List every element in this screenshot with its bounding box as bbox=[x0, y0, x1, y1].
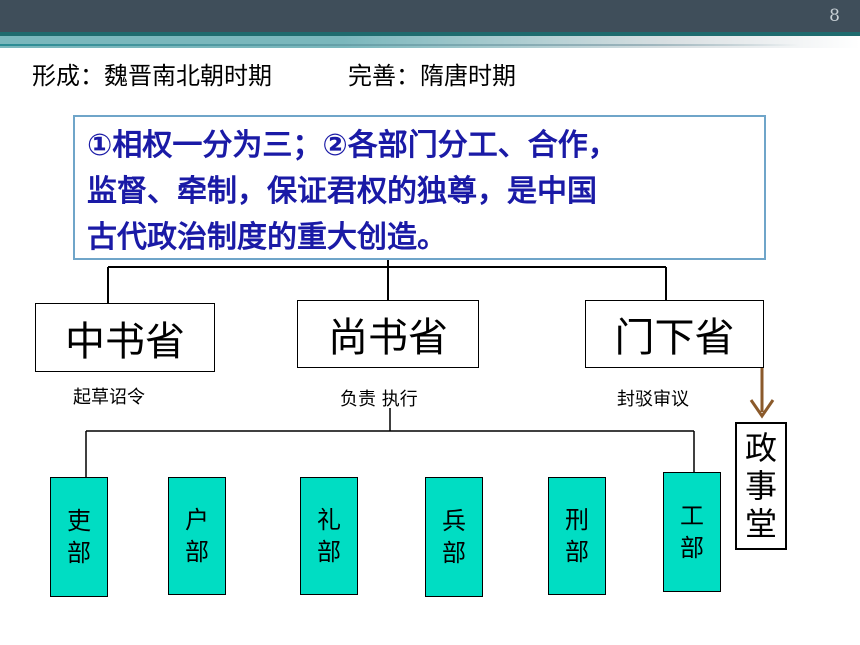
ministry-revenue: 户 部 bbox=[168, 477, 226, 595]
summary-box: ①相权一分为三；②各部门分工、合作， 监督、牵制，保证君权的独尊，是中国 古代政… bbox=[73, 115, 766, 260]
perfection-period: 完善：隋唐时期 bbox=[348, 62, 516, 90]
dept-zhongshu-name: 中书省 bbox=[65, 318, 185, 365]
ministry-war: 兵 部 bbox=[425, 477, 483, 597]
title-bar-accent bbox=[0, 32, 860, 36]
title-bar-rule bbox=[0, 44, 800, 46]
ministry-justice: 刑 部 bbox=[548, 477, 606, 595]
ministry-personnel-char1: 吏 bbox=[67, 507, 91, 535]
ministry-works-char2: 部 bbox=[680, 534, 704, 562]
zhengshitang-box: 政 事 堂 bbox=[735, 422, 787, 550]
summary-line-3: 古代政治制度的重大创造。 bbox=[87, 220, 447, 255]
summary-line-2: 监督、牵制，保证君权的独尊，是中国 bbox=[87, 174, 597, 209]
formation-period: 形成：魏晋南北朝时期 bbox=[32, 62, 272, 90]
ministry-rites-char2: 部 bbox=[317, 538, 341, 566]
dept-menxia-name: 门下省 bbox=[614, 315, 735, 361]
ministry-rites: 礼 部 bbox=[300, 477, 358, 595]
role-menxia: 封驳审议 bbox=[617, 389, 689, 410]
ministry-war-char1: 兵 bbox=[442, 507, 466, 535]
dept-zhongshu: 中书省 bbox=[35, 303, 215, 372]
zhengshitang-char3: 堂 bbox=[744, 505, 777, 543]
ministry-personnel: 吏 部 bbox=[50, 477, 108, 597]
role-shangshu: 负责 执行 bbox=[340, 385, 418, 411]
zhengshitang-char2: 事 bbox=[744, 467, 777, 505]
role-shangshu-part1: 负责 bbox=[340, 389, 376, 410]
dept-shangshu-name: 尚书省 bbox=[328, 315, 448, 361]
ministry-works: 工 部 bbox=[663, 472, 721, 592]
role-shangshu-part2: 执行 bbox=[381, 389, 418, 410]
ministry-revenue-char1: 户 bbox=[185, 506, 209, 534]
dept-shangshu: 尚书省 bbox=[297, 300, 479, 368]
dept-menxia: 门下省 bbox=[585, 300, 764, 368]
ministry-revenue-char2: 部 bbox=[185, 538, 209, 566]
slide-number: 8 bbox=[829, 6, 840, 26]
zhengshitang-char1: 政 bbox=[744, 429, 777, 467]
ministry-personnel-char2: 部 bbox=[67, 539, 91, 567]
title-bar bbox=[0, 0, 860, 32]
summary-line-1: ①相权一分为三；②各部门分工、合作， bbox=[87, 128, 618, 163]
ministry-war-char2: 部 bbox=[442, 539, 466, 567]
ministry-justice-char1: 刑 bbox=[565, 506, 589, 534]
arrow-head-icon bbox=[749, 399, 775, 419]
role-zhongshu: 起草诏令 bbox=[73, 387, 145, 408]
ministry-rites-char1: 礼 bbox=[317, 506, 341, 534]
heading-line: 形成：魏晋南北朝时期 完善：隋唐时期 bbox=[32, 56, 516, 91]
ministry-justice-char2: 部 bbox=[565, 538, 589, 566]
ministry-works-char1: 工 bbox=[680, 502, 704, 530]
